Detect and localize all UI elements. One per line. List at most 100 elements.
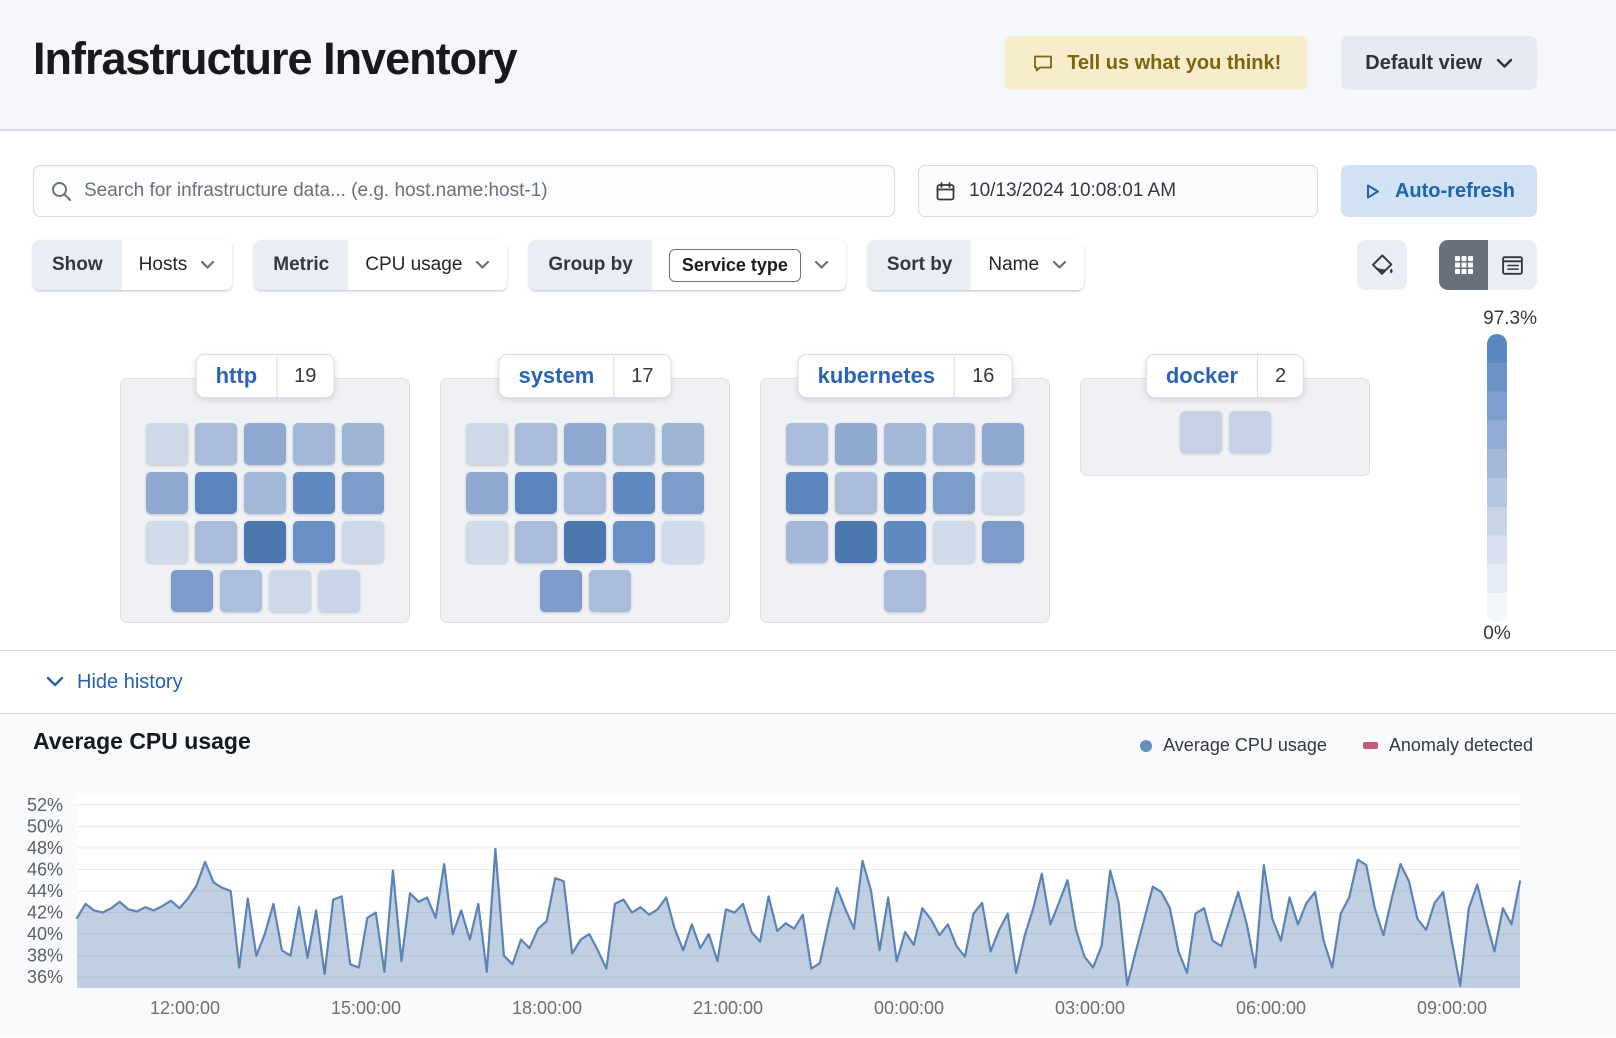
legend-dot-icon [1140,739,1153,752]
host-tile[interactable] [466,521,508,563]
host-tile[interactable] [982,423,1024,465]
host-tile[interactable] [835,521,877,563]
hide-history-toggle[interactable]: Hide history [0,650,1616,714]
host-tile[interactable] [613,521,655,563]
host-tile[interactable] [466,423,508,465]
host-tile[interactable] [564,521,606,563]
host-tile[interactable] [342,472,384,514]
host-tile[interactable] [466,472,508,514]
group-by-filter-label: Group by [529,240,652,290]
host-tile[interactable] [786,423,828,465]
host-tile[interactable] [835,423,877,465]
host-tile[interactable] [244,423,286,465]
host-tile[interactable] [195,472,237,514]
host-tile[interactable] [170,570,213,612]
host-tile[interactable] [982,472,1024,514]
color-palette-button[interactable] [1357,240,1407,290]
tile-row [761,570,1049,612]
host-tile[interactable] [515,423,557,465]
host-tile[interactable] [244,472,286,514]
host-tile[interactable] [317,570,360,612]
host-tile[interactable] [933,472,975,514]
host-tile[interactable] [1179,411,1222,453]
host-tile[interactable] [786,472,828,514]
date-picker-button[interactable]: 10/13/2024 10:08:01 AM [918,165,1318,217]
auto-refresh-label: Auto-refresh [1394,179,1515,202]
host-tile[interactable] [219,570,262,612]
host-tile[interactable] [195,521,237,563]
host-tile[interactable] [1228,411,1271,453]
tile-row [121,472,409,514]
host-tile[interactable] [835,472,877,514]
host-tile[interactable] [564,472,606,514]
sort-by-filter-select[interactable]: Name [971,240,1085,290]
y-axis-tick: 36% [27,967,63,987]
host-tile[interactable] [515,472,557,514]
show-filter-label: Show [33,240,122,290]
host-tile[interactable] [146,521,188,563]
host-tile[interactable] [884,521,926,563]
tile-row [1081,411,1369,453]
host-tile[interactable] [146,423,188,465]
host-tile[interactable] [884,570,926,612]
host-tile[interactable] [662,472,704,514]
search-input[interactable] [84,180,878,202]
search-bar [33,165,895,217]
show-filter-group: Show Hosts [33,240,233,290]
y-axis-tick: 46% [27,859,63,879]
header-actions: Tell us what you think! Default view [1005,36,1537,90]
host-tile[interactable] [613,472,655,514]
show-filter-select[interactable]: Hosts [121,240,233,290]
grid-view-button[interactable] [1439,240,1488,290]
host-tile[interactable] [195,423,237,465]
auto-refresh-button[interactable]: Auto-refresh [1341,165,1537,217]
tile-row [441,423,729,465]
host-tile[interactable] [933,521,975,563]
group-name: system [518,363,595,388]
host-tile[interactable] [613,423,655,465]
y-axis-tick: 38% [27,946,63,966]
x-axis-tick: 06:00:00 [1236,998,1306,1018]
host-tile[interactable] [293,472,335,514]
host-tile[interactable] [786,521,828,563]
host-tile[interactable] [933,423,975,465]
host-tile[interactable] [342,521,384,563]
host-tile[interactable] [515,521,557,563]
host-tile[interactable] [588,570,631,612]
metric-filter-select[interactable]: CPU usage [348,240,508,290]
query-toolbar: 10/13/2024 10:08:01 AM Auto-refresh [33,165,1537,217]
group-by-filter-select[interactable]: Service type [651,240,846,290]
badge-divider [613,355,615,397]
host-tile[interactable] [982,521,1024,563]
group-name: kubernetes [817,363,936,388]
grid-icon [1452,253,1476,277]
host-tile[interactable] [342,423,384,465]
host-tile[interactable] [146,472,188,514]
host-tile[interactable] [539,570,582,612]
legend-item-anomaly[interactable]: Anomaly detected [1362,735,1533,756]
table-view-button[interactable] [1488,240,1537,290]
host-tile[interactable] [244,521,286,563]
host-tile[interactable] [662,521,704,563]
tile-row [441,570,729,612]
host-tile[interactable] [884,472,926,514]
legend-item-average-cpu[interactable]: Average CPU usage [1140,735,1327,756]
host-tile[interactable] [564,423,606,465]
host-tile[interactable] [884,423,926,465]
host-tile[interactable] [268,570,311,612]
color-scale-max: 97.3% [1483,308,1537,329]
x-axis-tick: 18:00:00 [512,998,582,1018]
host-tile[interactable] [293,423,335,465]
saved-view-selector[interactable]: Default view [1341,36,1537,90]
host-tile[interactable] [662,423,704,465]
feedback-button[interactable]: Tell us what you think! [1005,36,1308,90]
host-tile[interactable] [293,521,335,563]
